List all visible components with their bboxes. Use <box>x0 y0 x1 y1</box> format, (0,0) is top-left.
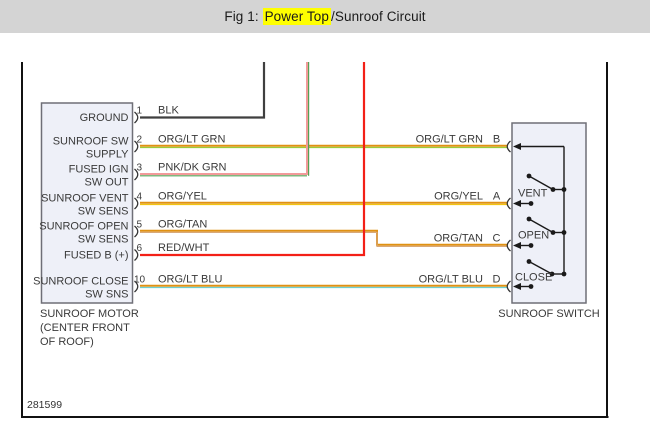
motor-pin-1: 1 BLK GROUND <box>80 105 180 125</box>
switch-pin-c: ORG/TAN C <box>434 233 534 252</box>
pin-letter: B <box>493 134 500 146</box>
diagram-frame <box>21 62 609 418</box>
pin-number: 5 <box>137 220 143 231</box>
motor-pin-6: 6 RED/WHT FUSED B (+) <box>64 242 210 262</box>
pin-number: 2 <box>137 135 143 146</box>
pin-function-label: FUSED IGN <box>69 164 129 176</box>
pin-function-label2: SW SENS <box>78 206 129 218</box>
motor-pin-3: 3 PNK/DK GRN FUSED IGN SW OUT <box>69 162 227 189</box>
pin-function-label: SUNROOF OPEN <box>39 221 128 233</box>
motor-caption-line1: SUNROOF MOTOR <box>40 308 139 320</box>
figure-title-bar: Fig 1: Power Top/Sunroof Circuit <box>0 0 650 33</box>
open-switch-contact: OPEN <box>518 216 567 242</box>
switch-caption: SUNROOF SWITCH <box>498 308 599 320</box>
wire-color-label: ORG/TAN <box>434 233 483 245</box>
vent-switch-contact: VENT <box>518 173 567 200</box>
motor-pin-10: 10 ORG/LT BLU SUNROOF CLOSE SW SNS <box>33 274 222 301</box>
pin-function-label2: SUPPLY <box>86 149 129 161</box>
wire-color-label: ORG/YEL <box>434 191 483 203</box>
wire-org-tan-stripe <box>140 231 507 247</box>
motor-pin-4: 4 ORG/YEL SUNROOF VENT SW SENS <box>41 191 207 218</box>
wire-blk <box>140 62 266 119</box>
wire-color-label: ORG/LT BLU <box>419 274 483 286</box>
pin-function-label2: SW SNS <box>85 289 128 301</box>
pin-function-label2: SW SENS <box>78 234 129 246</box>
motor-caption-line2: (CENTER FRONT <box>40 322 130 334</box>
wire-color-label: ORG/YEL <box>158 191 207 203</box>
figure-title-suffix: /Sunroof Circuit <box>331 9 426 24</box>
pin-number: 4 <box>137 192 143 203</box>
pin-letter: C <box>493 233 501 245</box>
pin-function-label: FUSED B (+) <box>64 250 128 262</box>
wire-color-label: ORG/LT BLU <box>158 274 222 286</box>
close-label: CLOSE <box>515 272 552 284</box>
title-highlight: Power Top <box>262 8 332 25</box>
motor-pin-5: 5 ORG/TAN SUNROOF OPEN SW SENS <box>39 219 207 246</box>
pin-number: 3 <box>137 163 143 174</box>
figure-number: 281599 <box>27 399 62 411</box>
wire-color-label: RED/WHT <box>158 242 210 254</box>
pin-number: 10 <box>134 275 146 286</box>
pin-function-label2: SW OUT <box>85 177 129 189</box>
wire-color-label: PNK/DK GRN <box>158 162 227 174</box>
pin-function-label: SUNROOF CLOSE <box>33 276 128 288</box>
pin-number: 1 <box>137 106 143 117</box>
figure-title: Fig 1: Power Top/Sunroof Circuit <box>224 8 426 25</box>
wire-color-label: BLK <box>158 105 179 117</box>
pin-letter: D <box>493 274 501 286</box>
sunroof-motor-connector: 1 BLK GROUND 2 ORG/LT GRN SUNROOF SW SUP… <box>33 102 227 348</box>
sunroof-switch: ORG/LT GRN B ORG/YEL A ORG/TAN C ORG/LT … <box>416 122 600 320</box>
switch-pin-a: ORG/YEL A <box>434 191 534 210</box>
pin-letter: A <box>493 191 501 203</box>
open-label: OPEN <box>518 230 549 242</box>
motor-pin-2: 2 ORG/LT GRN SUNROOF SW SUPPLY <box>53 134 226 161</box>
vent-label: VENT <box>518 188 548 200</box>
wire-pnk-dkgrn <box>140 62 308 175</box>
wire-color-label: ORG/LT GRN <box>158 134 225 146</box>
pin-function-label: SUNROOF VENT <box>41 193 129 205</box>
pin-function-label: SUNROOF SW <box>53 136 129 148</box>
close-switch-contact: CLOSE <box>515 259 567 284</box>
wire-red-wht <box>140 62 366 257</box>
wires <box>140 62 507 289</box>
motor-caption-line3: OF ROOF) <box>40 336 94 348</box>
switch-pin-d: ORG/LT BLU D <box>419 274 534 293</box>
figure-title-prefix: Fig 1: <box>224 9 263 24</box>
switch-pin-b: ORG/LT GRN B <box>416 134 564 153</box>
pin-function-label: GROUND <box>80 112 129 124</box>
pin-number: 6 <box>137 243 143 254</box>
wire-color-label: ORG/TAN <box>158 219 207 231</box>
wire-color-label: ORG/LT GRN <box>416 134 483 146</box>
